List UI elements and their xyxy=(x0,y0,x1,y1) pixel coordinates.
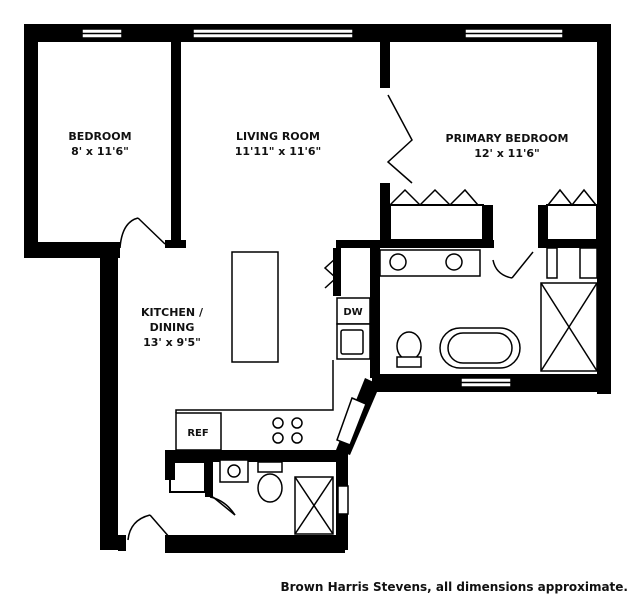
living-primary-partition-bottom xyxy=(380,183,390,248)
room-dims-bedroom: 8' x 11'6" xyxy=(71,145,129,158)
toilet-bowl xyxy=(396,331,422,361)
windows xyxy=(81,28,564,515)
room-labels: BEDROOM 8' x 11'6" LIVING ROOM 11'11" x … xyxy=(68,130,568,349)
kitchen-fixtures xyxy=(175,251,371,451)
small-bath-divider xyxy=(205,462,213,497)
vanity-sink-2 xyxy=(445,253,463,271)
kitchen-bifold xyxy=(323,257,338,289)
toilet-tank xyxy=(396,356,422,368)
primary-bath-door-swing xyxy=(492,259,513,279)
bedroom-living-partition xyxy=(171,38,181,248)
bottom-wall xyxy=(165,535,345,553)
closets xyxy=(169,204,598,493)
primary-bath-left-wall xyxy=(370,248,380,378)
bathtub-inner xyxy=(447,332,513,364)
burner-2 xyxy=(291,417,303,429)
refrigerator xyxy=(175,412,222,451)
linen-shelf-2 xyxy=(579,247,598,279)
kitchen-sink xyxy=(340,329,364,355)
dishwasher-label: DW xyxy=(343,307,362,318)
window-small-bath xyxy=(337,485,349,515)
left-wall-bedroom xyxy=(24,24,38,256)
linen-shelf-1 xyxy=(546,247,558,279)
closet-right xyxy=(546,204,598,241)
closet-entry xyxy=(169,461,206,493)
primary-bath-top-wall-right xyxy=(538,240,598,248)
room-dims-kitchen: 13' x 9'5" xyxy=(143,336,201,349)
refrigerator-label: REF xyxy=(187,428,208,439)
closet-bifold-right xyxy=(547,188,597,207)
room-name-kitchen: KITCHEN / xyxy=(141,306,204,319)
burner-3 xyxy=(272,432,284,444)
dishwasher xyxy=(336,297,371,325)
burner-4 xyxy=(291,432,303,444)
vanity-sink-1 xyxy=(389,253,407,271)
right-wall xyxy=(597,24,611,394)
small-bath-door-swing xyxy=(209,496,236,516)
room-dims-living: 11'11" x 11'6" xyxy=(235,145,322,158)
burner-1 xyxy=(272,417,284,429)
living-primary-partition-top xyxy=(380,40,390,88)
counter-edge xyxy=(175,360,334,413)
bifold-door-living xyxy=(386,94,413,184)
closet-left xyxy=(389,204,484,241)
closet-bifold-left xyxy=(389,188,479,207)
small-bath-toilet-bowl xyxy=(257,473,283,503)
room-name-living: LIVING ROOM xyxy=(236,130,320,143)
primary-bath-fixtures xyxy=(379,247,598,372)
bedroom-door-swing xyxy=(119,217,139,249)
small-bath-fixtures xyxy=(219,459,334,535)
bedroom-bottom-wall xyxy=(24,242,120,258)
doors xyxy=(119,94,597,541)
room-name-primary: PRIMARY BEDROOM xyxy=(446,132,569,145)
room-name-kitchen-line2: DINING xyxy=(150,321,195,334)
walls xyxy=(24,24,611,553)
kitchen-dw-wall xyxy=(333,248,341,296)
entry-door-swing xyxy=(127,514,151,541)
credit-text: Brown Harris Stevens, all dimensions app… xyxy=(280,580,628,594)
small-bath-top-wall xyxy=(165,450,345,462)
primary-bath-top-wall-left xyxy=(336,240,494,248)
room-dims-primary: 12' x 11'6" xyxy=(474,147,540,160)
window-diagonal xyxy=(336,396,367,446)
closet-divider-right xyxy=(538,205,547,243)
kitchen-island xyxy=(231,251,279,363)
closet-divider xyxy=(483,205,493,243)
room-name-bedroom: BEDROOM xyxy=(68,130,131,143)
partition-stub xyxy=(165,240,186,248)
small-bath-toilet-tank xyxy=(257,461,283,473)
entry-stub xyxy=(118,535,126,551)
kitchen-left-wall xyxy=(100,250,118,550)
